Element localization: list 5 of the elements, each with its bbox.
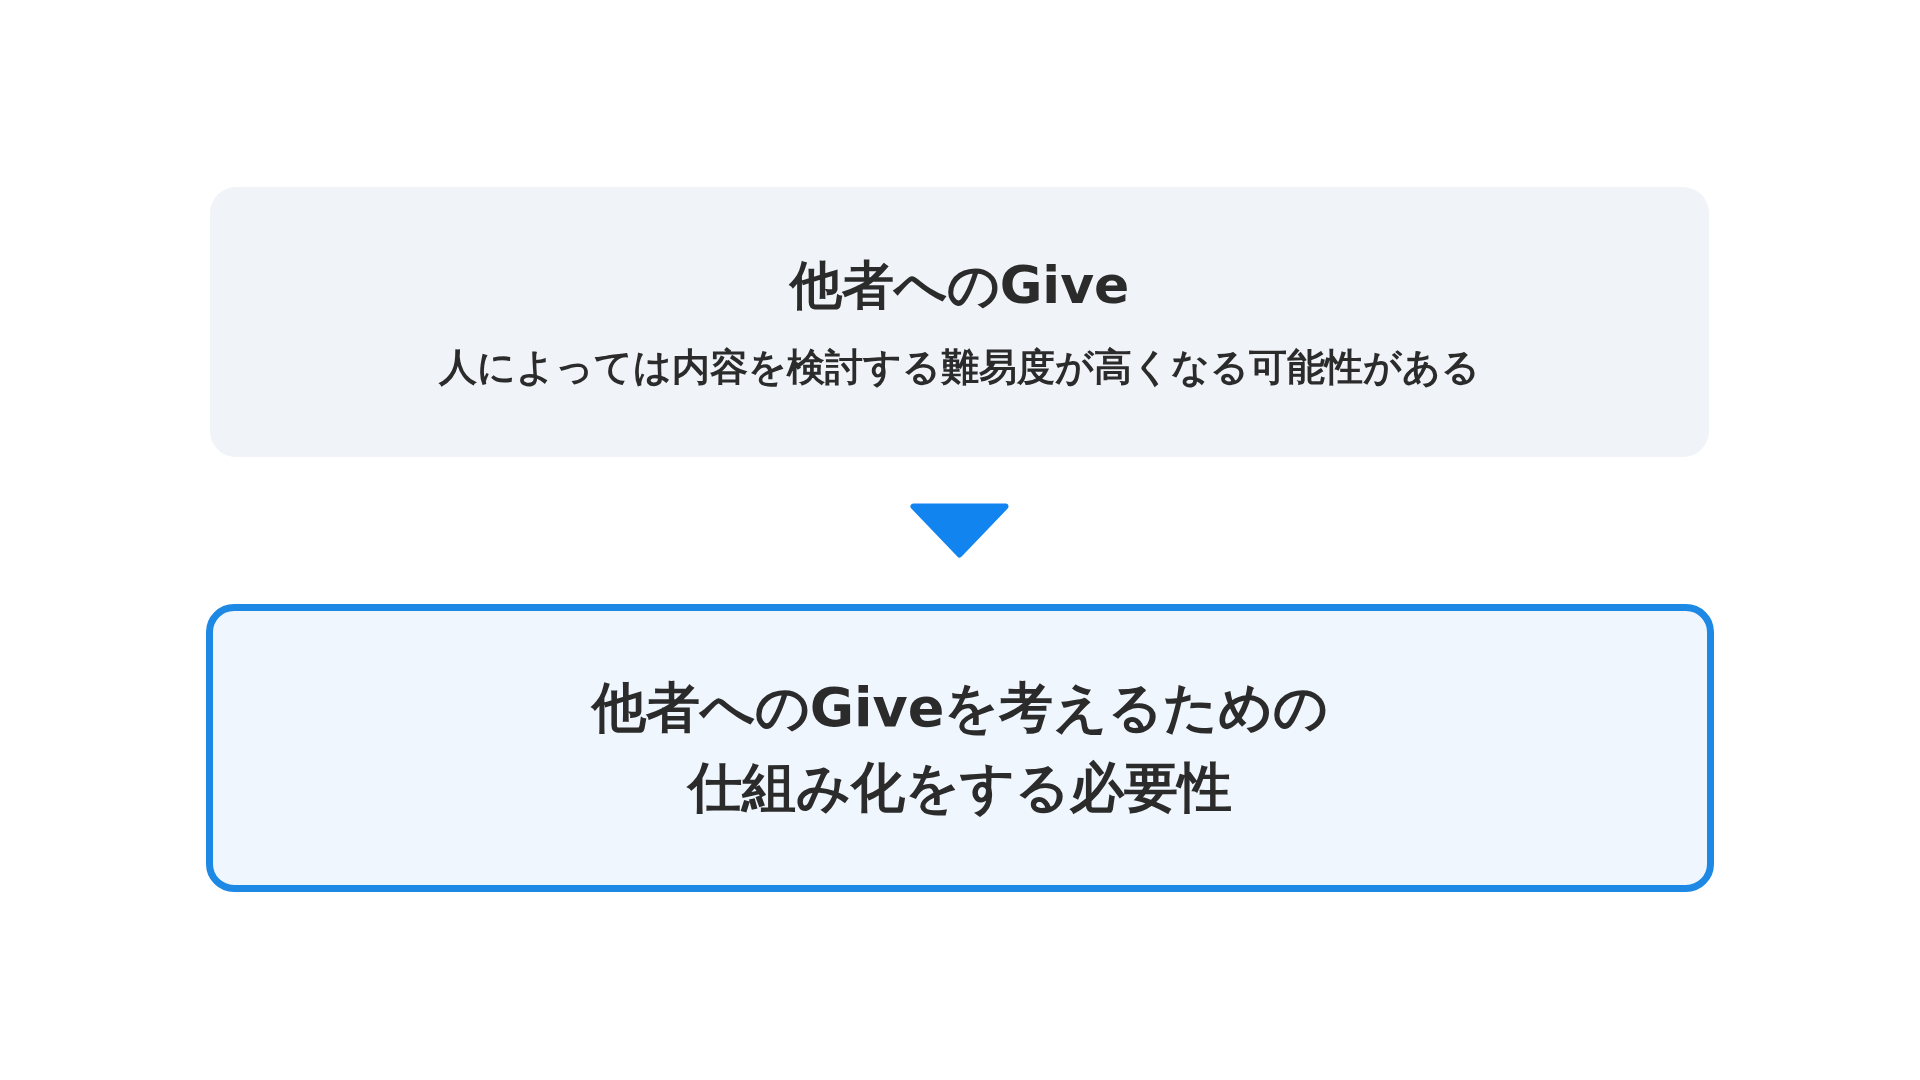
conclusion-box — [206, 604, 1714, 892]
conclusion-text: 他者へのGiveを考えるための仕組み化をする必要性 — [590, 675, 1330, 821]
card-heading: 他者へのGive — [789, 253, 1130, 317]
card-description: 人によっては内容を検討する難易度が高くなる可能性がある — [439, 344, 1480, 392]
arrow — [910, 503, 1009, 558]
